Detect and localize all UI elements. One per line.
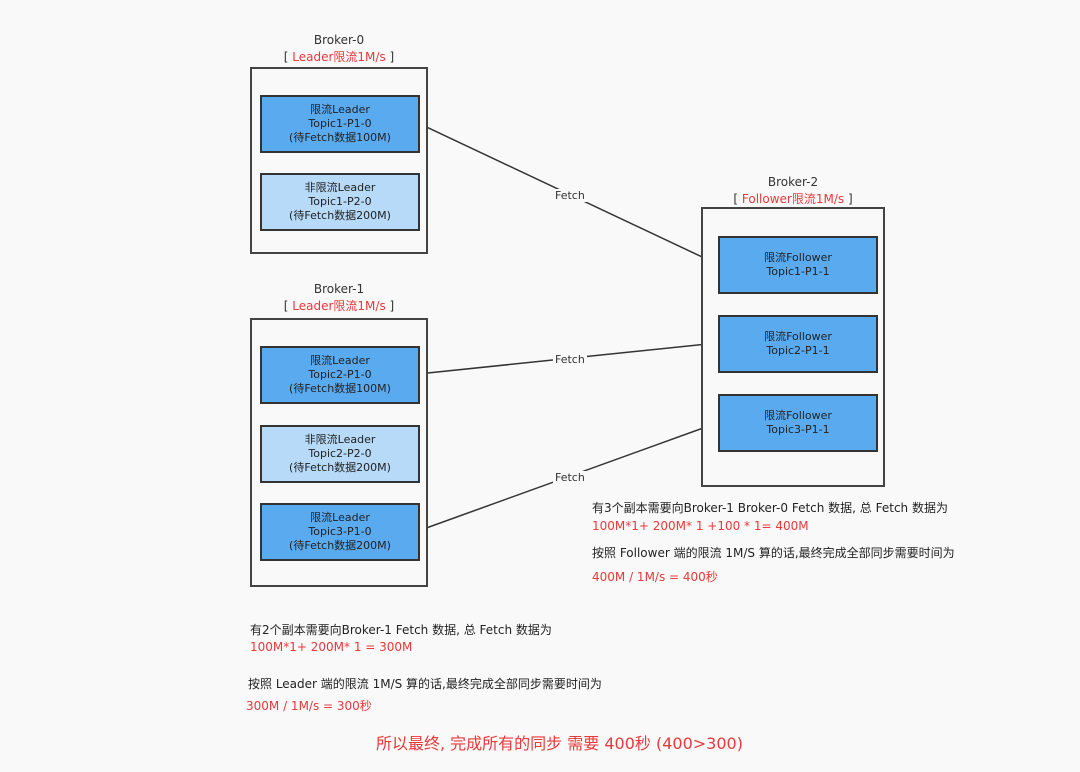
broker-1-name: Broker-1 (313, 282, 365, 296)
broker-2-limit: Follower限流1M/s (741, 192, 845, 206)
broker-2-name: Broker-2 (767, 175, 819, 189)
partition-topic3-p1-0: 限流Leader Topic3-P1-0 (待Fetch数据200M) (260, 503, 420, 561)
note-right-formula: 100M*1+ 200M* 1 +100 * 1= 400M (592, 519, 809, 533)
bracket-open: [ (733, 192, 742, 206)
partition-id: Topic1-P1-1 (766, 265, 830, 278)
partition-role: 非限流Leader (304, 433, 376, 446)
partition-id: Topic2-P1-1 (766, 344, 830, 357)
note-right-summary: 有3个副本需要向Broker-1 Broker-0 Fetch 数据, 总 Fe… (592, 501, 948, 515)
fetch-label-2: Fetch (553, 353, 587, 366)
bracket-open: [ (283, 299, 293, 313)
broker-0-box: 限流Leader Topic1-P1-0 (待Fetch数据100M) 非限流L… (250, 67, 428, 254)
partition-topic2-p1-0: 限流Leader Topic2-P1-0 (待Fetch数据100M) (260, 346, 420, 404)
partition-id: Topic2-P1-0 (308, 368, 372, 381)
fetch-label-3: Fetch (553, 471, 587, 484)
broker-0-name: Broker-0 (313, 33, 365, 47)
partition-topic1-p2-0: 非限流Leader Topic1-P2-0 (待Fetch数据200M) (260, 173, 420, 231)
partition-topic2-p1-1: 限流Follower Topic2-P1-1 (718, 315, 878, 373)
partition-role: 限流Leader (310, 103, 370, 116)
partition-topic1-p1-1: 限流Follower Topic1-P1-1 (718, 236, 878, 294)
broker-1-title: Broker-1 [ Leader限流1M/s ] (250, 281, 428, 315)
bracket-close: ] (385, 299, 395, 313)
broker-1-limit-line: [ Leader限流1M/s ] (250, 298, 428, 315)
partition-topic3-p1-1: 限流Follower Topic3-P1-1 (718, 394, 878, 452)
broker-0-limit: Leader限流1M/s (292, 50, 386, 64)
note-right-result: 400M / 1M/s = 400秒 (592, 570, 718, 584)
partition-role: 限流Follower (764, 409, 832, 422)
broker-2-limit-line: [ Follower限流1M/s ] (701, 191, 885, 208)
partition-role: 限流Leader (310, 511, 370, 524)
bracket-close: ] (385, 50, 395, 64)
partition-pending: (待Fetch数据100M) (289, 382, 391, 395)
partition-role: 限流Leader (310, 354, 370, 367)
partition-id: Topic2-P2-0 (308, 447, 372, 460)
note-left-rule: 按照 Leader 端的限流 1M/S 算的话,最终完成全部同步需要时间为 (248, 677, 602, 691)
partition-pending: (待Fetch数据200M) (289, 461, 391, 474)
bracket-close: ] (844, 192, 853, 206)
partition-pending: (待Fetch数据200M) (289, 539, 391, 552)
fetch-label-1: Fetch (553, 189, 587, 202)
partition-id: Topic1-P2-0 (308, 195, 372, 208)
partition-role: 限流Follower (764, 330, 832, 343)
note-left-formula: 100M*1+ 200M* 1 = 300M (250, 640, 413, 654)
partition-pending: (待Fetch数据100M) (289, 131, 391, 144)
broker-2-box: 限流Follower Topic1-P1-1 限流Follower Topic2… (701, 207, 885, 487)
broker-0-title: Broker-0 [ Leader限流1M/s ] (250, 32, 428, 66)
partition-id: Topic1-P1-0 (308, 117, 372, 130)
broker-1-limit: Leader限流1M/s (292, 299, 386, 313)
partition-topic2-p2-0: 非限流Leader Topic2-P2-0 (待Fetch数据200M) (260, 425, 420, 483)
partition-role: 非限流Leader (304, 181, 376, 194)
partition-id: Topic3-P1-0 (308, 525, 372, 538)
broker-1-box: 限流Leader Topic2-P1-0 (待Fetch数据100M) 非限流L… (250, 318, 428, 587)
note-right-rule: 按照 Follower 端的限流 1M/S 算的话,最终完成全部同步需要时间为 (592, 546, 955, 560)
bracket-open: [ (283, 50, 293, 64)
broker-2-title: Broker-2 [ Follower限流1M/s ] (701, 174, 885, 208)
note-left-summary: 有2个副本需要向Broker-1 Fetch 数据, 总 Fetch 数据为 (250, 623, 552, 637)
partition-topic1-p1-0: 限流Leader Topic1-P1-0 (待Fetch数据100M) (260, 95, 420, 153)
broker-0-limit-line: [ Leader限流1M/s ] (250, 49, 428, 66)
conclusion: 所以最终, 完成所有的同步 需要 400秒 (400>300) (376, 734, 743, 753)
partition-role: 限流Follower (764, 251, 832, 264)
note-left-result: 300M / 1M/s = 300秒 (246, 699, 372, 713)
partition-pending: (待Fetch数据200M) (289, 209, 391, 222)
partition-id: Topic3-P1-1 (766, 423, 830, 436)
